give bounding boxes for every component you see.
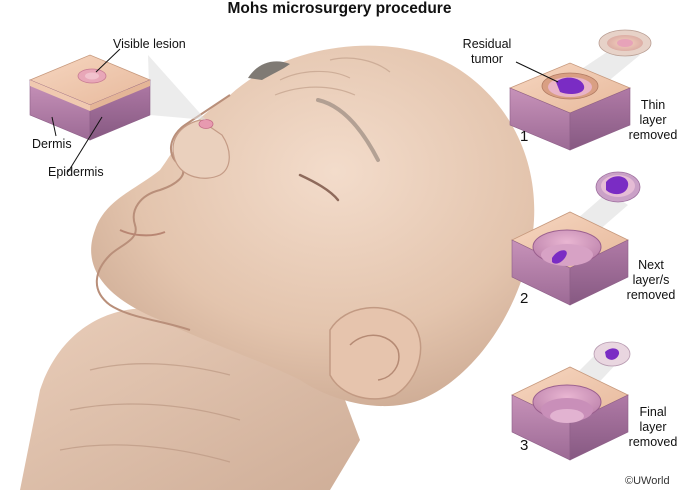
forehead-wrinkles — [274, 57, 391, 96]
step-1-caption-line-1: Thin — [640, 98, 666, 112]
mouth — [119, 229, 166, 237]
closed-eye — [298, 173, 340, 202]
epidermis-label: Epidermis — [48, 165, 104, 179]
nose — [172, 119, 230, 179]
dermis-label: Dermis — [32, 137, 72, 151]
face-profile — [95, 94, 231, 331]
step-1-caption: Thin layer removed — [628, 98, 678, 143]
step-1-caption-line-3: removed — [628, 128, 678, 142]
residual-tumor-label: Residual tumor — [455, 37, 519, 67]
visible-lesion-label: Visible lesion — [113, 37, 186, 51]
neck-wrinkles — [59, 363, 241, 463]
step-2-caption: Next layer/s removed — [624, 258, 678, 303]
residual-tumor-line-2: tumor — [471, 52, 503, 66]
step-2-caption-line-2: layer/s — [632, 273, 670, 287]
copyright-notice: ©UWorld — [625, 475, 670, 487]
step-2-number: 2 — [520, 290, 529, 307]
step-2-block — [511, 171, 641, 306]
step-3-caption-line-1: Final — [639, 405, 667, 419]
step-1-number: 1 — [520, 128, 529, 145]
step-2-caption-line-1: Next — [638, 258, 664, 272]
step-1-block — [508, 29, 652, 151]
diagram-title: Mohs microsurgery procedure — [227, 0, 452, 17]
nose-lesion — [198, 119, 214, 129]
step-3-caption-line-2: layer — [639, 420, 667, 434]
step-2-caption-line-3: removed — [626, 288, 676, 302]
patient-head-illustration — [20, 45, 535, 490]
leader-lines — [51, 48, 559, 173]
step-1-caption-line-2: layer — [639, 113, 667, 127]
ear-inner — [349, 334, 400, 381]
step-3-number: 3 — [520, 437, 529, 454]
step-3-caption-line-3: removed — [628, 435, 678, 449]
skin-block-with-lesion — [28, 54, 152, 141]
residual-tumor-line-1: Residual — [462, 37, 512, 51]
eyebrow — [316, 98, 380, 162]
magnification-cone — [148, 55, 206, 120]
ear — [329, 307, 422, 400]
hair — [248, 61, 290, 80]
step-3-block — [511, 341, 631, 461]
step-3-caption: Final layer removed — [628, 405, 678, 450]
